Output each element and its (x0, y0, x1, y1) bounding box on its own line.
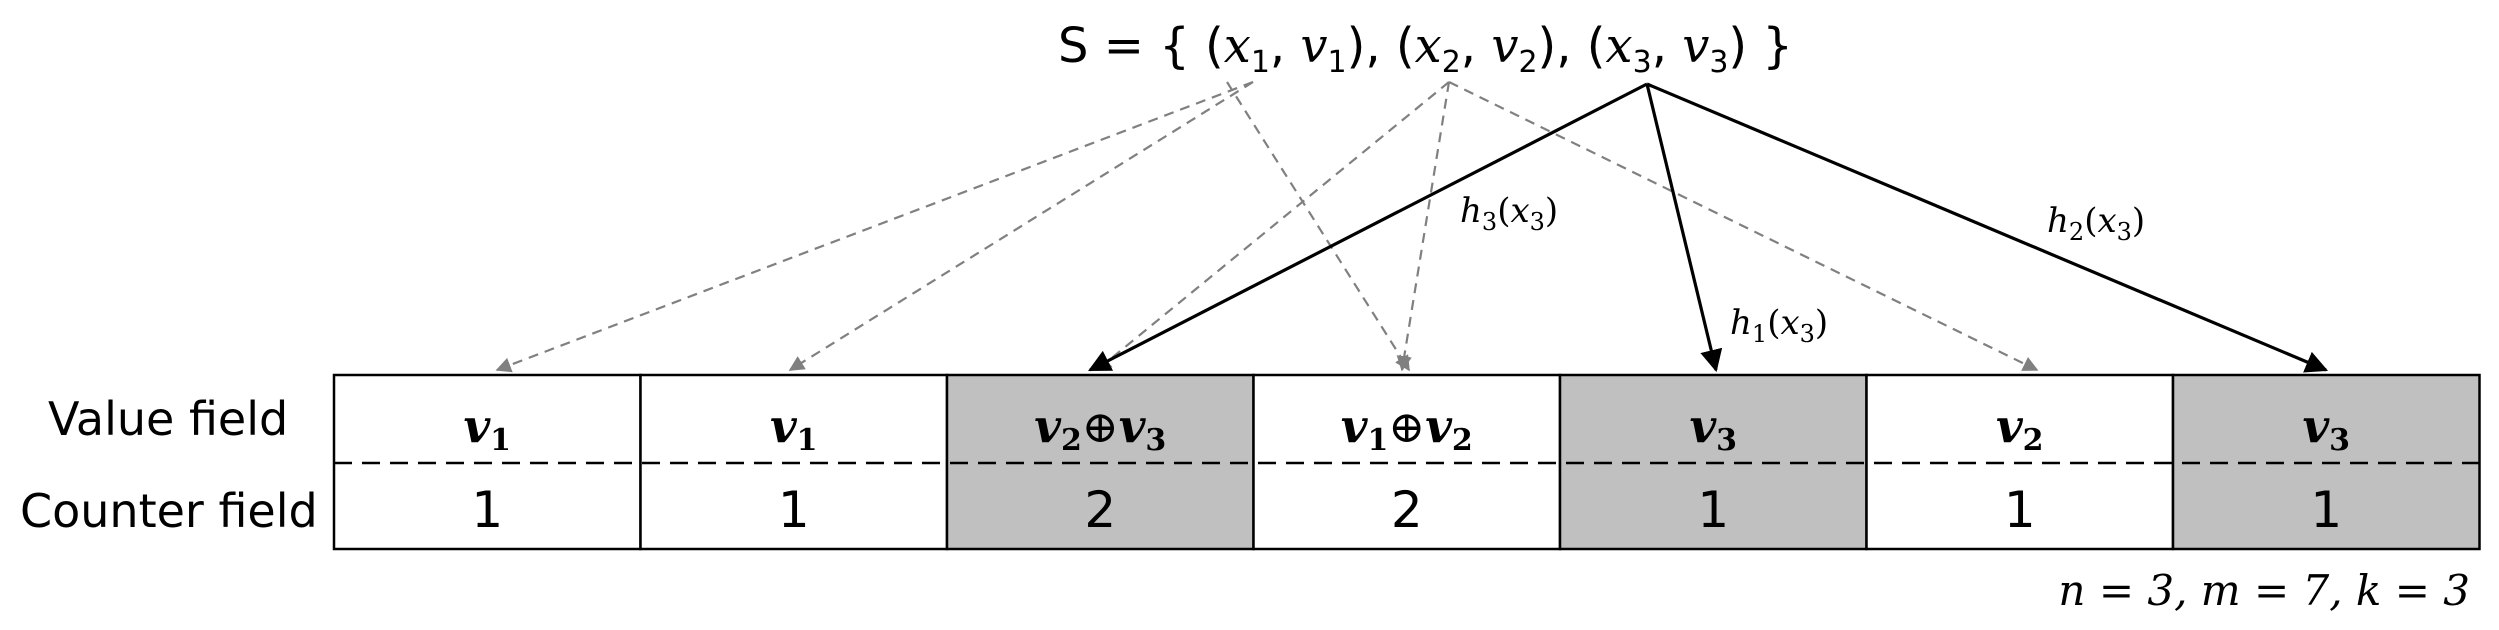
counter-field-cell: 1 (2004, 481, 2036, 539)
hash-label-h3: h3(x3) (1460, 191, 1558, 236)
value-field-cell: v1⊕v2 (1341, 399, 1473, 458)
counter-field-cell: 1 (471, 481, 503, 539)
solid-hash-arrows-x3 (1088, 82, 2329, 373)
value-field-cell: v1 (770, 399, 818, 458)
value-field-cell: v3 (1689, 399, 1737, 458)
dashed-arrow (1448, 81, 2039, 371)
dashed-arrow (495, 80, 1254, 373)
counter-field-cell: 1 (778, 481, 810, 539)
dashed-arrow (788, 81, 1254, 371)
dashed-arrow (1095, 81, 1450, 371)
value-field-cell: v3 (2302, 399, 2350, 458)
value-field-cell: v2 (1996, 399, 2044, 458)
hash-function-labels: h3(x3) h2(x3) h1(x3) (1460, 191, 2145, 348)
counter-field-cell: 1 (2310, 481, 2342, 539)
solid-arrow (1646, 82, 2329, 373)
counter-field-cell: 2 (1391, 481, 1423, 539)
solid-arrow (1088, 82, 1648, 372)
filter-table: v1 1 v1 1 v2⊕v3 2 v1⊕v2 2 v3 1 v2 1 v3 1 (332, 373, 2481, 551)
counter-field-cell: 1 (1697, 481, 1729, 539)
dashed-hash-arrows (495, 80, 2039, 373)
hash-label-h1: h1(x3) (1730, 303, 1828, 348)
value-field-cell: v2⊕v3 (1034, 399, 1166, 458)
value-field-cell: v1 (463, 399, 511, 458)
counter-field-cell: 2 (1084, 481, 1116, 539)
counter-field-label: Counter field (20, 484, 318, 538)
parameters-label: n = 3, m = 7, k = 3 (2058, 566, 2470, 615)
value-field-label: Value field (48, 392, 288, 446)
dashed-arrow (1226, 81, 1410, 372)
solid-arrow (1645, 83, 1723, 373)
set-definition: S = { (x1, v1), (x2, v2), (x3, v3) } (1058, 18, 1793, 80)
dashed-arrow (1396, 81, 1451, 372)
hash-label-h2: h2(x3) (2047, 201, 2145, 246)
